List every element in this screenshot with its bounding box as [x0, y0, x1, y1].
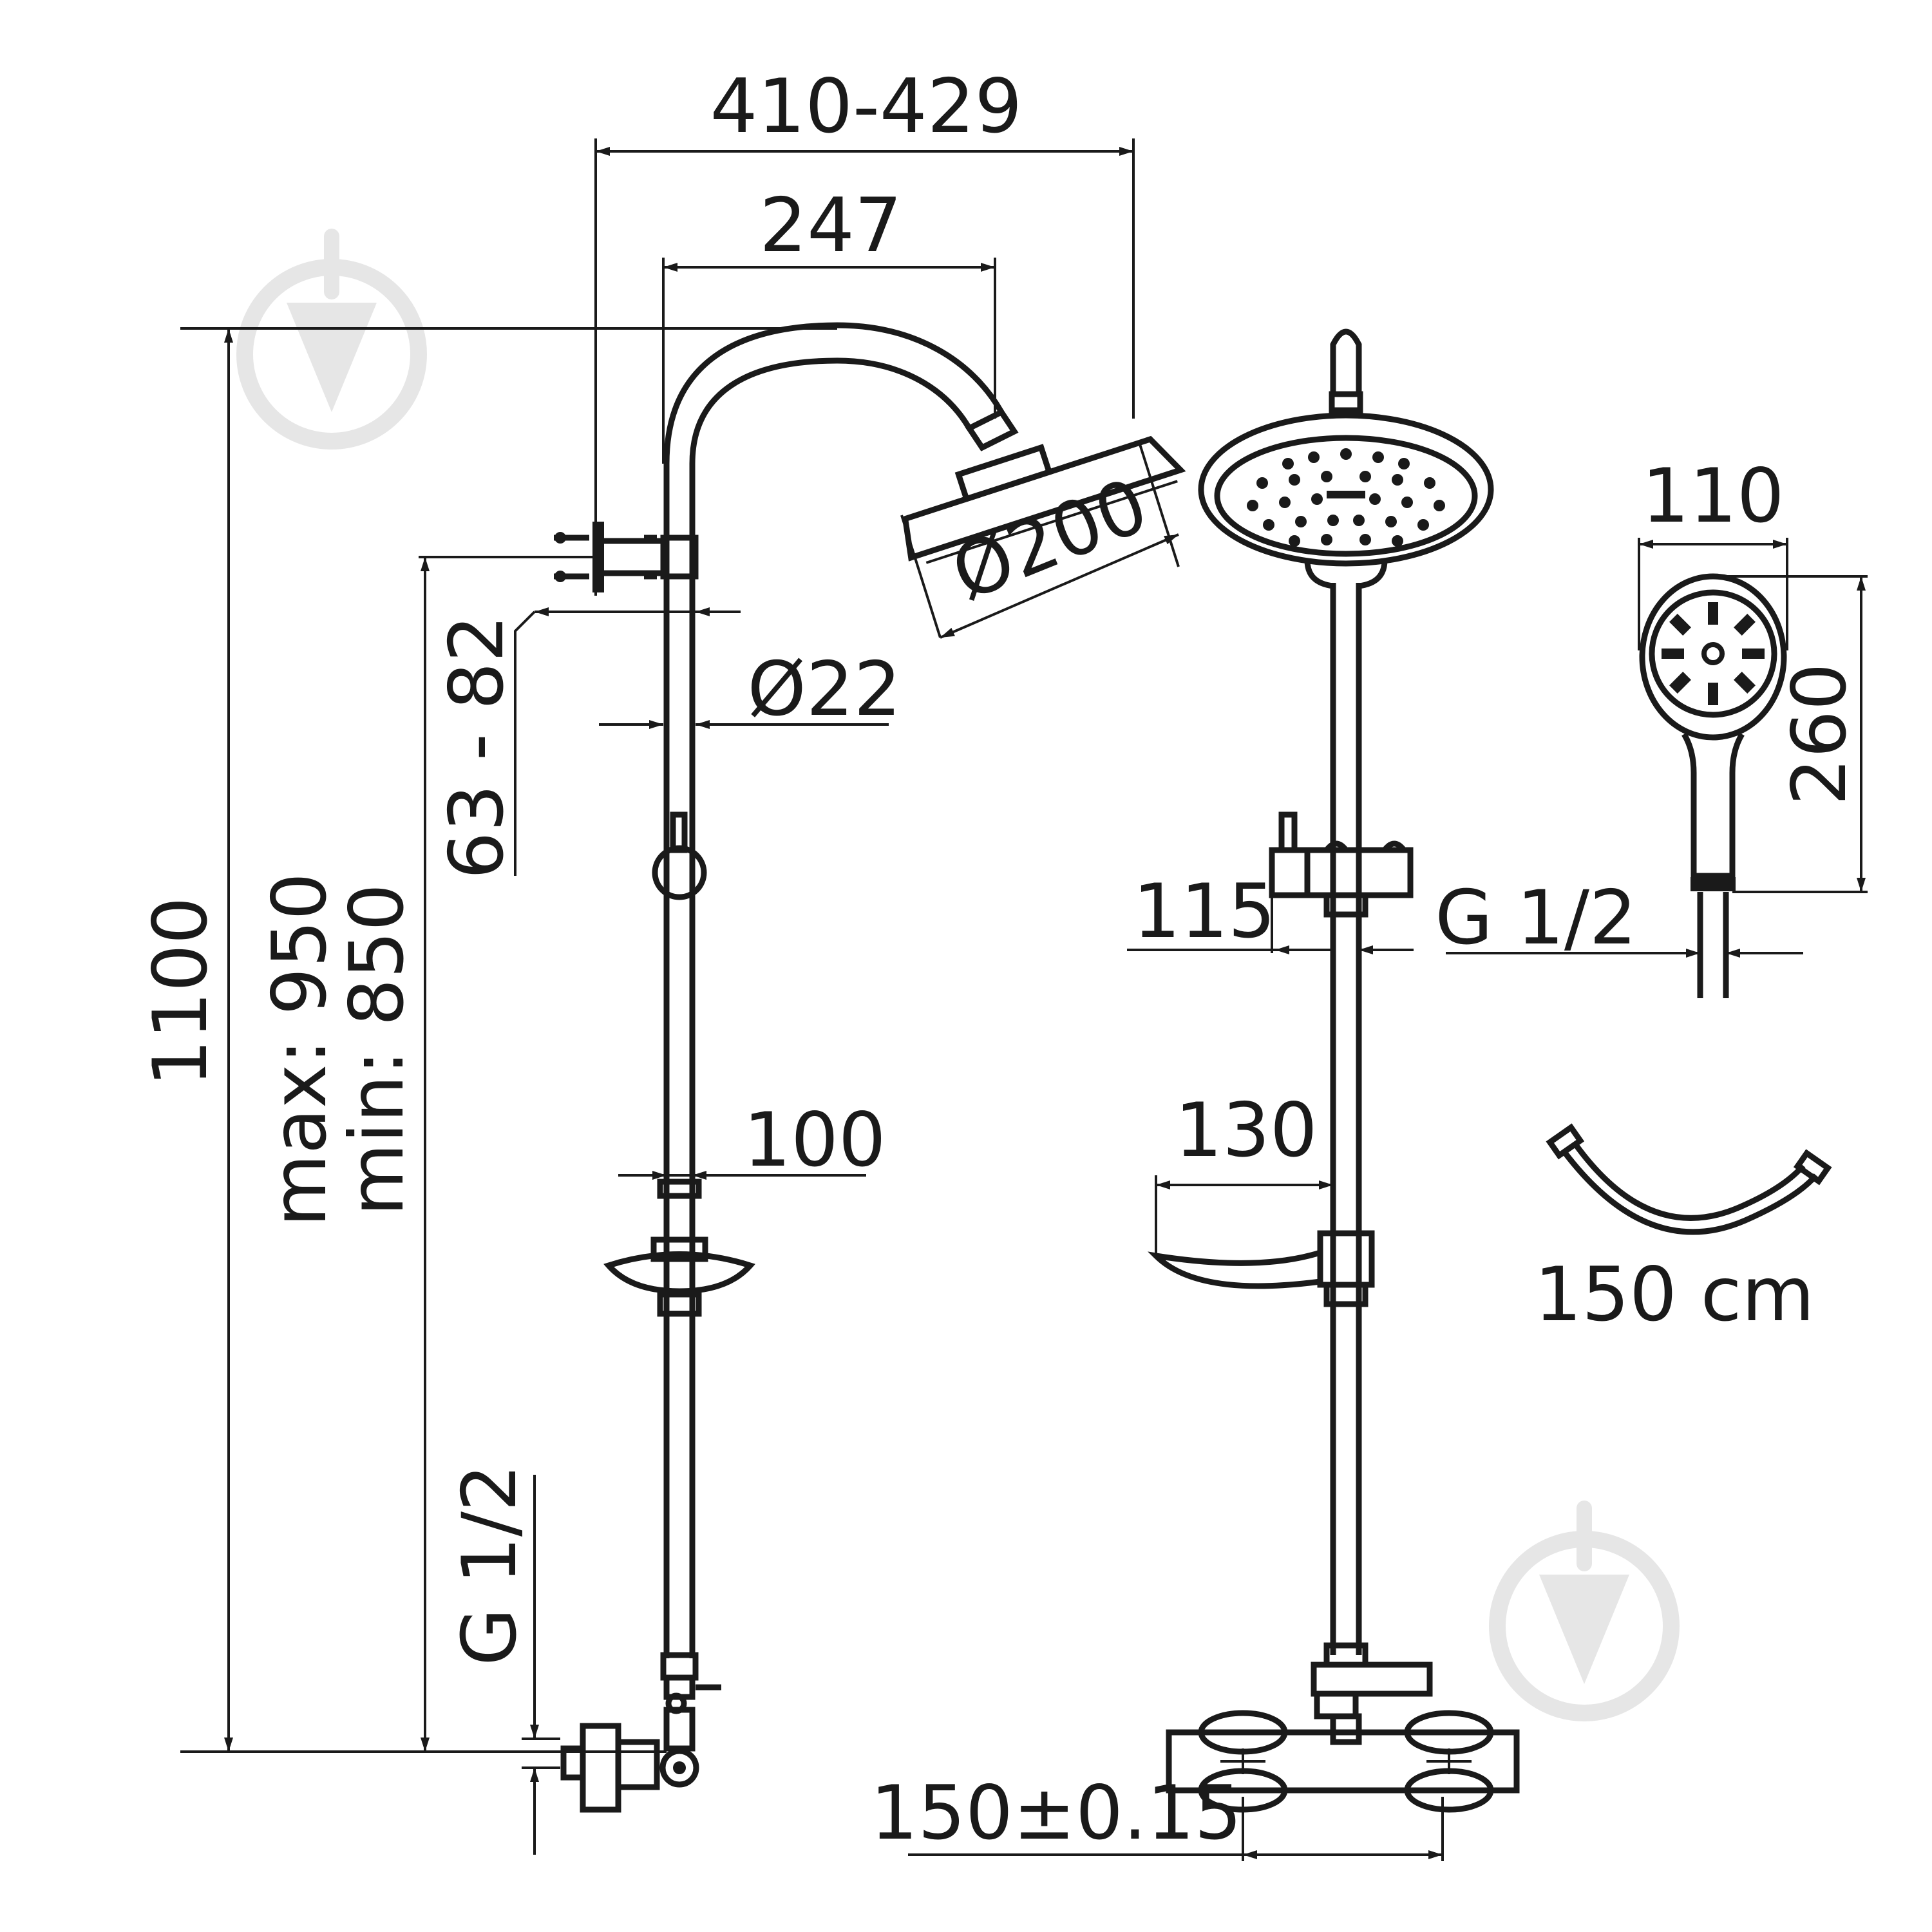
- dim-height-min: min: 850: [334, 884, 421, 1216]
- watermark-logo-icon: [236, 229, 427, 450]
- dim-handshower-width: 110: [1642, 453, 1784, 540]
- hose-icon: [1546, 1123, 1832, 1235]
- hand-shower: [1639, 573, 1787, 998]
- dim-overhead-diameter: Ø200: [940, 462, 1160, 618]
- dim-hose-length: 150 cm: [1534, 1251, 1814, 1338]
- dim-soap-dish-depth: 130: [1175, 1087, 1317, 1174]
- dim-height-max: max: 950: [256, 873, 343, 1227]
- dim-arm-reach: 247: [759, 182, 902, 269]
- side-view-shower: [554, 322, 1186, 1813]
- dim-holder-offset: 115: [1133, 868, 1275, 955]
- dimension-lines: [180, 138, 1868, 1861]
- dim-connector-spacing: 150±0.15: [871, 1770, 1242, 1857]
- dim-bottom-thread: G 1/2: [446, 1464, 533, 1665]
- dim-wall-offset: 63 - 82: [433, 615, 520, 880]
- dim-handshower-thread: G 1/2: [1435, 875, 1636, 961]
- dim-soap-dish-offset: 100: [743, 1097, 886, 1184]
- nozzle-pattern: [1247, 448, 1445, 547]
- dim-pipe-diameter: Ø22: [748, 646, 902, 733]
- dim-total-height: 1100: [137, 896, 224, 1086]
- dim-arm-projection: 410-429: [710, 63, 1023, 150]
- front-view-shower: [1148, 328, 1520, 1813]
- watermark-logo-icon: [1489, 1501, 1680, 1721]
- dim-handshower-length: 260: [1776, 663, 1863, 805]
